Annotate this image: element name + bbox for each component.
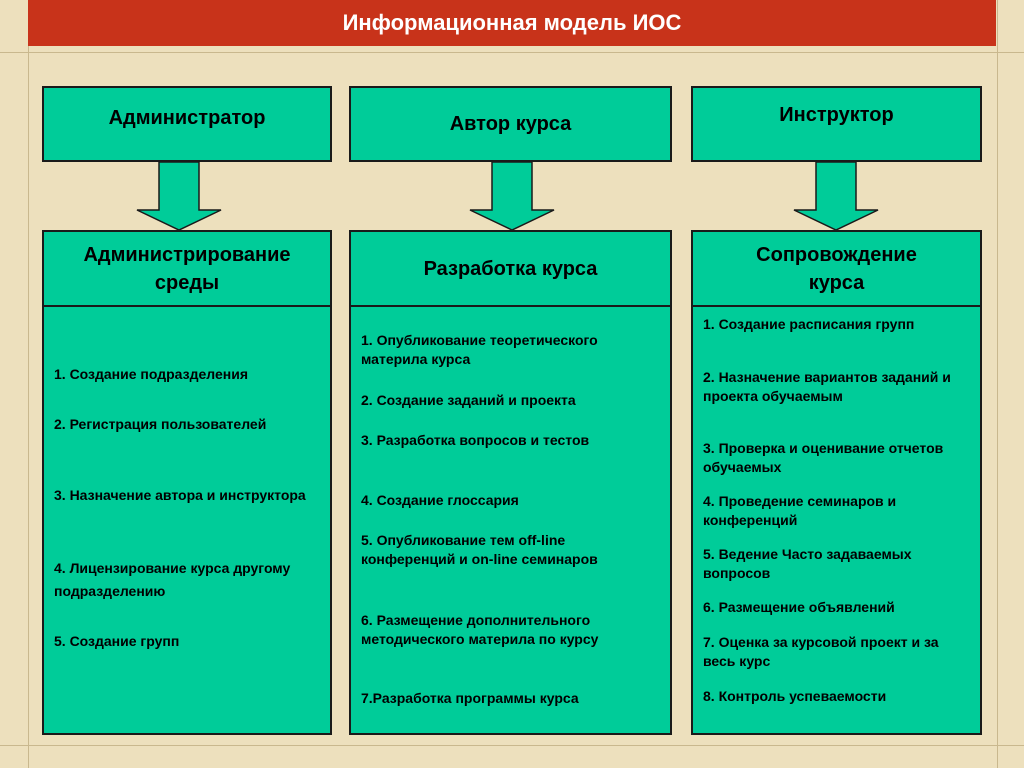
process-box-course-development: Разработка курса (349, 230, 672, 307)
list-item: 3. Разработка вопросов и тестов (361, 432, 590, 448)
author-task-list: 1. Опубликование теоретического материла… (349, 307, 672, 735)
list-item: 5. Опубликование тем off-line конференци… (361, 532, 598, 567)
instructor-task-list: 1. Создание расписания групп 2. Назначен… (691, 307, 982, 735)
list-item: 3. Проверка и оценивание отчетов обучаем… (703, 440, 944, 475)
list-item: 7.Разработка программы курса (361, 690, 579, 706)
process-label-line1: Администрирование (83, 243, 291, 266)
slide-title: Информационная модель ИОС (342, 10, 682, 35)
role-box-administrator: Администратор (42, 86, 332, 162)
list-item: 1. Создание подразделения (54, 366, 248, 382)
down-arrow-icon (469, 162, 555, 231)
list-item: 5. Создание групп (54, 633, 180, 649)
list-item: 8. Контроль успеваемости (703, 688, 887, 704)
list-item: 6. Размещение объявлений (703, 599, 895, 615)
list-item: 1. Создание расписания групп (703, 316, 915, 332)
top-divider (0, 52, 1024, 53)
down-arrow-icon (136, 162, 222, 231)
role-label-instructor: Инструктор (779, 103, 894, 126)
list-item: 4. Проведение семинаров и конференций (703, 493, 897, 528)
process-label-line1: Разработка курса (423, 257, 598, 280)
process-box-administration: Администрирование среды (42, 230, 332, 307)
process-box-course-support: Сопровождение курса (691, 230, 982, 307)
role-box-course-author: Автор курса (349, 86, 672, 162)
list-item: 2. Создание заданий и проекта (361, 392, 576, 408)
list-item: 4. Создание глоссария (361, 492, 519, 508)
role-label-course-author: Автор курса (449, 112, 572, 135)
list-item: 7. Оценка за курсовой проект и за весь к… (703, 634, 939, 669)
list-item: 2. Назначение вариантов заданий и проект… (703, 369, 951, 404)
title-bar: Информационная модель ИОС (28, 0, 996, 46)
process-label-line2: среды (154, 271, 220, 294)
process-label-line2: курса (808, 271, 865, 294)
list-item: 3. Назначение автора и инструктора (54, 487, 306, 503)
process-label-line1: Сопровождение (756, 243, 917, 266)
list-item: 5. Ведение Часто задаваемых вопросов (703, 546, 912, 581)
admin-task-list: 1. Создание подразделения 2. Регистрация… (42, 307, 332, 735)
role-label-administrator: Администратор (108, 106, 266, 129)
list-item: 6. Размещение дополнительного методическ… (361, 612, 599, 647)
list-item: 1. Опубликование теоретического материла… (361, 332, 598, 367)
role-box-instructor: Инструктор (691, 86, 982, 162)
bottom-divider (0, 745, 1024, 746)
down-arrow-icon (793, 162, 879, 231)
list-item: 2. Регистрация пользователей (54, 416, 267, 432)
list-item: 4. Лицензирование курса другому подразде… (54, 560, 291, 599)
